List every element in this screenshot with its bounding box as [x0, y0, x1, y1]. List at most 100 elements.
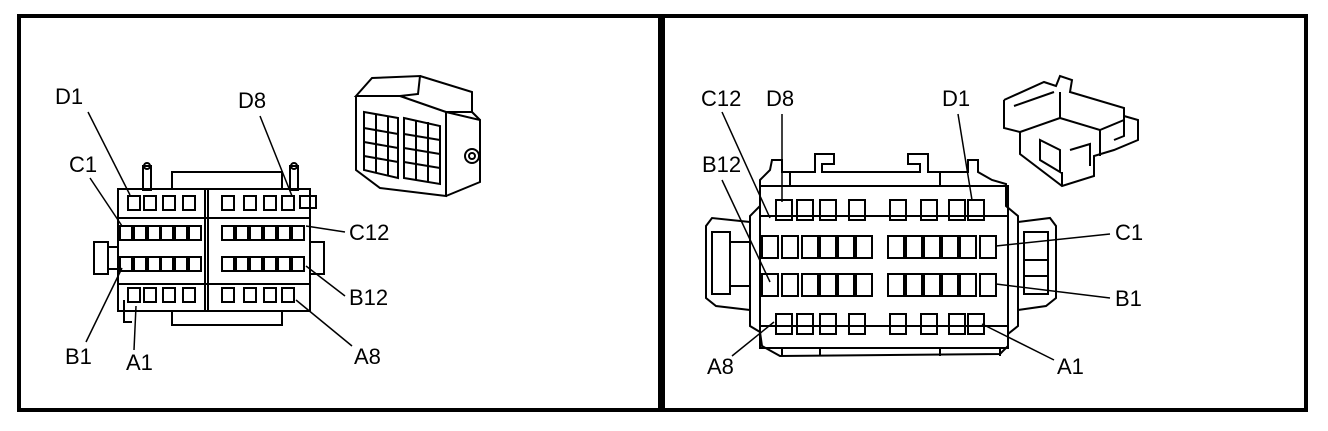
leader-right-a1	[981, 323, 1055, 361]
cavity-right-d4	[848, 199, 866, 221]
cavity-right-d2	[796, 199, 814, 221]
cavity-right-a7	[948, 313, 966, 335]
cavity-left-b5	[174, 256, 188, 272]
cavity-right-d3	[819, 199, 837, 221]
label-right-d8: D8	[766, 86, 794, 111]
label-left-a1: A1	[126, 350, 153, 375]
cavity-left-b7	[221, 256, 235, 272]
cavity-right-c10	[941, 235, 959, 259]
cavity-right-c12	[979, 235, 997, 259]
cavity-left-a4	[182, 287, 196, 303]
leader-right-b1	[995, 283, 1111, 299]
cavity-left-b11	[277, 256, 291, 272]
cavity-left-a7	[263, 287, 277, 303]
cavity-right-d7	[948, 199, 966, 221]
cavity-left-d4	[182, 195, 196, 211]
cavity-right-b5	[837, 273, 855, 297]
cavity-right-d1	[775, 199, 793, 221]
cavity-right-a4	[848, 313, 866, 335]
cavity-right-b10	[941, 273, 959, 297]
cavity-left-a2	[143, 287, 157, 303]
label-left-a8: A8	[354, 344, 381, 369]
leader-right-b12	[721, 179, 771, 283]
cavity-right-b9	[923, 273, 941, 297]
leader-right-c1	[995, 233, 1111, 247]
cavity-left-c7	[221, 225, 235, 241]
cavity-right-b8	[905, 273, 923, 297]
cavity-right-c3	[801, 235, 819, 259]
cavity-left-c4	[160, 225, 174, 241]
cavity-left-c12	[291, 225, 305, 241]
cavity-right-b4	[819, 273, 837, 297]
cavity-right-b2	[781, 273, 799, 297]
label-right-b1: B1	[1115, 286, 1142, 311]
leader-left-b1	[85, 267, 123, 343]
cavity-right-b11	[959, 273, 977, 297]
cavity-left-c8	[235, 225, 249, 241]
cavity-left-b6	[188, 256, 202, 272]
right-connector-thumbnail	[1003, 74, 1139, 188]
cavity-left-b3	[147, 256, 161, 272]
cavity-right-a8	[967, 313, 985, 335]
label-left-c1: C1	[69, 152, 97, 177]
cavity-left-c3	[147, 225, 161, 241]
cavity-right-a6	[920, 313, 938, 335]
leader-left-c1	[89, 177, 123, 227]
cavity-right-c5	[837, 235, 855, 259]
cavity-right-c1	[761, 235, 779, 259]
right-leader-lines	[721, 111, 1111, 361]
cavity-left-c9	[249, 225, 263, 241]
cavity-right-b7	[887, 273, 905, 297]
leader-right-c12	[721, 111, 771, 219]
cavity-left-b10	[263, 256, 277, 272]
cavity-left-d8	[281, 195, 295, 211]
cavity-right-c9	[923, 235, 941, 259]
cavity-left-c6	[188, 225, 202, 241]
cavity-right-a3	[819, 313, 837, 335]
cavity-right-c6	[855, 235, 873, 259]
cavity-left-b8	[235, 256, 249, 272]
leader-left-b12	[305, 265, 346, 297]
cavity-right-d5	[889, 199, 907, 221]
cavity-left-c11	[277, 225, 291, 241]
cavity-right-d6	[920, 199, 938, 221]
cavity-right-b3	[801, 273, 819, 297]
cavity-right-a5	[889, 313, 907, 335]
cavity-left-b9	[249, 256, 263, 272]
leader-left-d8	[259, 115, 293, 197]
label-left-d8: D8	[238, 88, 266, 113]
cavity-left-a6	[243, 287, 257, 303]
leader-left-a8	[295, 299, 353, 347]
cavity-left-b1	[119, 256, 133, 272]
cavity-right-c8	[905, 235, 923, 259]
label-left-d1: D1	[55, 84, 83, 109]
leader-left-c12	[305, 225, 346, 233]
label-right-a1: A1	[1057, 354, 1084, 379]
cavity-left-d2	[143, 195, 157, 211]
label-right-d1: D1	[942, 86, 970, 111]
cavity-left-d6	[243, 195, 257, 211]
left-connector-body	[93, 162, 325, 326]
cavity-right-b6	[855, 273, 873, 297]
cavity-left-c2	[133, 225, 147, 241]
leader-left-a1	[133, 305, 137, 351]
cavity-right-a1	[775, 313, 793, 335]
cavity-left-d7	[263, 195, 277, 211]
cavity-left-b4	[160, 256, 174, 272]
cavity-left-a1	[127, 287, 141, 303]
cavity-left-c5	[174, 225, 188, 241]
cavity-left-b2	[133, 256, 147, 272]
cavity-right-c11	[959, 235, 977, 259]
left-panel-frame	[17, 14, 662, 412]
label-left-b1: B1	[65, 344, 92, 369]
cavity-left-d3	[162, 195, 176, 211]
cavity-left-a8	[281, 287, 295, 303]
cavity-right-d8	[967, 199, 985, 221]
cavity-left-c10	[263, 225, 277, 241]
cavity-left-c1	[119, 225, 133, 241]
label-right-a8: A8	[707, 354, 734, 379]
cavity-right-c4	[819, 235, 837, 259]
cavity-right-c7	[887, 235, 905, 259]
cavity-right-b12	[979, 273, 997, 297]
